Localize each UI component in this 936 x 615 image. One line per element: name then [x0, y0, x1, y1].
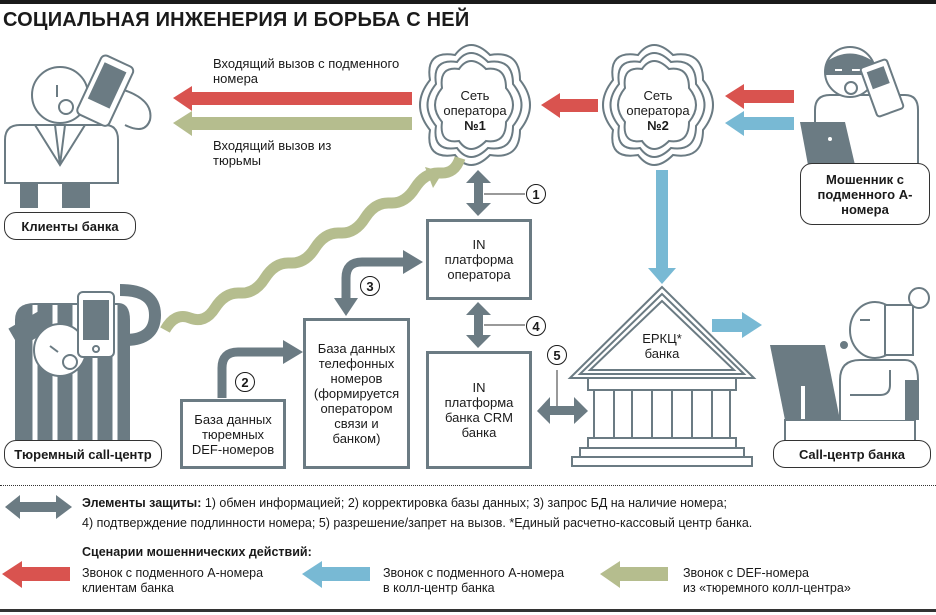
bank-building — [567, 285, 757, 467]
red-arrow-fraudster-to-network2 — [725, 84, 794, 109]
bank-label: ЕРКЦ* банка — [632, 331, 692, 361]
marker-4: 4 — [526, 316, 546, 336]
protection-legend-items-1: 1) обмен информацией; 2) корректировка б… — [204, 496, 727, 510]
green-arrow-to-clients — [173, 111, 412, 136]
bank-callcenter-label: Call-центр банка — [773, 440, 931, 468]
operator1-line1: Сеть — [460, 88, 490, 103]
bank-label-line1: ЕРКЦ* — [642, 331, 682, 346]
scenario-green-label: Звонок с DEF-номера из «тюремного колл-ц… — [683, 566, 903, 596]
operator2-label: Сеть оператора №2 — [623, 88, 693, 133]
operator1-number: №1 — [464, 118, 486, 133]
double-arrow-5 — [537, 370, 588, 424]
bottom-rule — [0, 609, 936, 612]
protection-legend-line2: 4) подтверждение подлинности номера; 5) … — [82, 516, 753, 530]
red-arrow-network2-to-network1 — [541, 93, 598, 118]
prison-callcenter-label: Тюремный call-центр — [4, 440, 162, 468]
top-rule — [0, 0, 936, 4]
prison-call-label: Входящий вызов из тюрьмы — [213, 138, 332, 168]
fraudster-label: Мошенник с подменного А-номера — [800, 163, 930, 225]
double-arrow-4 — [466, 302, 525, 348]
scenario-red-line1: Звонок с подменного А-номера — [82, 566, 264, 580]
blue-arrow-network2-to-bank — [648, 170, 676, 284]
marker-2: 2 — [235, 372, 255, 392]
scenario-red-label: Звонок с подменного А-номера клиентам ба… — [82, 566, 282, 596]
fraudster-figure — [800, 46, 919, 165]
red-arrow-to-clients — [173, 86, 412, 111]
curved-arrow-3 — [334, 250, 423, 316]
scenario-blue-line1: Звонок с подменного А-номера — [383, 566, 565, 580]
marker-3: 3 — [360, 276, 380, 296]
spoofed-call-label: Входящий вызов с подменного номера — [213, 56, 400, 86]
blue-arrow-fraudster-to-network2 — [725, 111, 794, 136]
scenarios-legend-title: Сценарии мошеннических действий: — [82, 545, 312, 559]
in-bank-platform-box: IN платформа банка CRM банка — [426, 351, 532, 469]
legend-blue-arrow — [302, 561, 370, 588]
scenario-blue-line2: в колл-центр банка — [383, 581, 495, 595]
curved-arrow-2 — [217, 340, 303, 398]
operator1-line2: оператора — [443, 103, 507, 118]
operator1-cloud — [419, 44, 531, 166]
legend-gray-double-arrow — [5, 495, 72, 519]
operator1-label: Сеть оператора №1 — [440, 88, 510, 133]
scenario-green-line2: из «тюремного колл-центра» — [683, 581, 851, 595]
prison-database-box: База данных тюремных DEF-номеров — [180, 399, 286, 469]
in-operator-platform-box: IN платформа оператора — [426, 219, 532, 300]
callcenter-agent-figure — [770, 287, 930, 443]
scenario-blue-label: Звонок с подменного А-номера в колл-цент… — [383, 566, 583, 596]
protection-legend-line1: Элементы защиты: 1) обмен информацией; 2… — [82, 496, 932, 511]
marker-5: 5 — [547, 345, 567, 365]
page-title: СОЦИАЛЬНАЯ ИНЖЕНЕРИЯ И БОРЬБА С НЕЙ — [3, 9, 470, 31]
legend-red-arrow — [2, 561, 70, 588]
bank-label-line2: банка — [644, 346, 680, 361]
double-arrow-1 — [466, 170, 525, 216]
marker-1: 1 — [526, 184, 546, 204]
operator2-line1: Сеть — [643, 88, 673, 103]
operator2-cloud — [602, 44, 714, 166]
operator2-number: №2 — [647, 118, 669, 133]
green-wavy-arrowhead — [425, 167, 443, 188]
bank-client-figure — [4, 54, 152, 208]
operator2-line2: оператора — [626, 103, 690, 118]
legend-divider — [0, 485, 936, 486]
green-wavy-arrow — [160, 156, 466, 333]
phone-database-box: База данных телефонных номеров (формируе… — [303, 318, 410, 469]
protection-legend-title: Элементы защиты: — [82, 496, 202, 510]
scenario-red-line2: клиентам банка — [82, 581, 174, 595]
prison-callcenter-figure — [8, 284, 162, 440]
legend-green-arrow — [600, 561, 668, 588]
scenario-green-line1: Звонок с DEF-номера — [683, 566, 809, 580]
bank-clients-label: Клиенты банка — [4, 212, 136, 240]
blue-arrow-bank-to-callcenter — [712, 312, 762, 338]
